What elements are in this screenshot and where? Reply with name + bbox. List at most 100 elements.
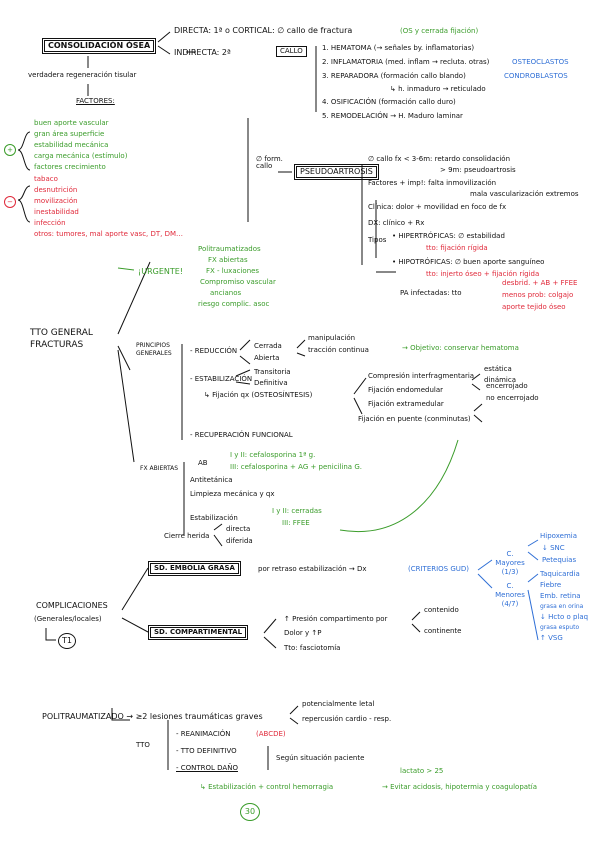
complicaciones-title: COMPLICACIONES — [36, 601, 108, 610]
infect-2: menos prob: colgajo — [502, 291, 574, 299]
consolidacion-title: CONSOLIDACIÓN ÓSEA — [41, 38, 157, 54]
poli-segun: Según situación paciente — [276, 754, 365, 762]
fase-4: 4. OSIFICACIÓN (formación callo duro) — [322, 98, 456, 106]
factor-neg-5: infección — [34, 219, 66, 227]
ab-2: III: cefalosporina + AG + penicilina G. — [230, 463, 362, 471]
factores-title: FACTORES: — [76, 97, 115, 105]
transitoria: Transitoria — [254, 368, 291, 376]
factor-neg-2: desnutrición — [34, 186, 78, 194]
menor-4: grasa en orina — [540, 603, 584, 610]
urgente-label: ¡URGENTE! — [138, 267, 184, 276]
directa-text: DIRECTA: 1ª o CORTICAL: ∅ callo de fract… — [174, 26, 353, 35]
fase-5: 5. REMODELACIÓN → H. Maduro laminar — [322, 112, 463, 120]
fase-1: 1. HEMATOMA (→ señales by. inflamatorias… — [322, 44, 475, 52]
compartimental-title: SD. COMPARTIMENTAL — [147, 625, 249, 640]
verdadera-text: verdadera regeneración tisular — [28, 71, 137, 79]
urg-4: Compromiso vascular — [200, 278, 276, 286]
no-encerrojado: no encerrojado — [486, 394, 539, 402]
menor-3: Emb. retina — [540, 592, 581, 600]
antitetanica: Antitetánica — [190, 476, 233, 484]
infect-3: aporte tejido óseo — [502, 303, 566, 311]
poli-potencial: potencialmente letal — [302, 700, 375, 708]
urg-3: FX - luxaciones — [206, 267, 260, 275]
poli-title: POLITRAUMATIZADO → ≥2 lesiones traumátic… — [42, 712, 263, 721]
urg-5: ancianos — [210, 289, 242, 297]
poli-definitivo: - TTO DEFINITIVO — [176, 747, 237, 755]
fase-cell-condroblastos: CONDROBLASTOS — [504, 72, 568, 80]
pseudo-row-5: Clínica: dolor + movilidad en foco de fx — [368, 203, 507, 211]
principios-label: PRINCIPIOS GENERALES — [136, 342, 172, 358]
factor-pos-4: carga mecánica (estímulo) — [34, 152, 128, 160]
criterios-mayores: C. Mayores (1/3) — [495, 550, 525, 577]
comp-contenido: contenido — [424, 606, 459, 614]
urg-1: Politraumatizados — [198, 245, 261, 253]
menor-6: grasa esputo — [540, 624, 580, 631]
complicaciones-sub: (Generales/locales) — [34, 615, 102, 623]
mayor-3: Petequias — [542, 556, 577, 564]
ab-1: I y II: cefalosporina 1ª g. — [230, 451, 316, 459]
fase-cell-osteoclastos: OSTEOCLASTOS — [512, 58, 569, 66]
estab-fx-2: III: FFEE — [282, 519, 310, 527]
menor-7: ↑ VSG — [540, 634, 563, 642]
mayor-1: Hipoxemia — [540, 532, 578, 540]
fij-4: Fijación en puente (conminutas) — [358, 415, 471, 423]
urg-6: riesgo complic. asoc — [198, 300, 270, 308]
cerrada: Cerrada — [254, 342, 282, 350]
poli-repercusion: repercusión cardio - resp. — [302, 715, 392, 723]
pseudo-title: PSEUDOARTROSIS — [294, 164, 379, 180]
infect-1: desbrid. + AB + FFEE — [502, 279, 578, 287]
tipos-label: Tipos — [368, 236, 387, 244]
criterios-gud: (CRITERIOS GUD) — [408, 565, 470, 573]
fij-2: Fijación endomedular — [368, 386, 444, 394]
factor-pos-2: gran área superficie — [34, 130, 105, 138]
factor-pos-3: estabilidad mecánica — [34, 141, 109, 149]
dinamica: dinámica — [484, 376, 517, 384]
comp-row-1: ↑ Presión compartimento por — [284, 615, 388, 623]
factor-neg-otros: otros: tumores, mal aporte vasc, DT, DM… — [34, 230, 184, 238]
definitiva: Definitiva — [254, 379, 288, 387]
indirecta-text: INDIRECTA: 2ª — [174, 48, 231, 57]
directa-note: (OS y cerrada fijación) — [400, 27, 479, 35]
cierre-herida: Cierre herida — [164, 532, 210, 540]
t1-badge: T1 — [58, 633, 76, 649]
fase-3-sub: ↳ h. inmaduro → reticulado — [390, 85, 486, 93]
pseudo-row-4: mala vascularización extremos — [470, 190, 579, 198]
menor-5: ↓ Hcto o plaq — [540, 613, 589, 621]
page-number: 30 — [240, 803, 260, 821]
poli-evitar: → Evitar acidosis, hipotermia y coagulop… — [382, 783, 538, 791]
objetivo: → Objetivo: conservar hematoma — [402, 344, 519, 352]
poli-tto: TTO — [136, 741, 150, 749]
fase-2: 2. INFLAMATORIA (med. inflam → recluta. … — [322, 58, 490, 66]
pseudo-row-2: > 9m: pseudoartrosis — [440, 166, 516, 174]
limpieza: Limpieza mecánica y qx — [190, 490, 275, 498]
fallo-callo-label: ∅ form. callo — [256, 155, 283, 170]
mayor-2: ↓ SNC — [542, 544, 565, 552]
cierre-diferida: diferida — [226, 537, 253, 545]
fij-3: Fijación extramedular — [368, 400, 444, 408]
cierre-directa: directa — [226, 525, 251, 533]
embolia-text: por retraso estabilización → Dx — [258, 565, 367, 573]
hipotroficas-tto: tto: injerto óseo + fijación rígida — [426, 270, 540, 278]
poli-control: - CONTROL DAÑO — [176, 764, 238, 772]
traccion: tracción continua — [308, 346, 369, 354]
callo-box: CALLO — [276, 46, 307, 57]
comp-row-2: Dolor y ↑P — [284, 629, 322, 637]
poli-lactato: lactato > 25 — [400, 767, 444, 775]
criterios-menores: C. Menores (4/7) — [495, 582, 525, 609]
hipertroficas-tto: tto: fijación rígida — [426, 244, 488, 252]
embolia-title: SD. EMBOLIA GRASA — [148, 561, 241, 576]
menor-1: Taquicardia — [540, 570, 580, 578]
ab-label: AB — [198, 459, 208, 467]
factor-pos-5: factores crecimiento — [34, 163, 106, 171]
pseudo-row-1: ∅ callo fx < 3-6m: retardo consolidación — [368, 155, 511, 163]
comp-continente: continente — [424, 627, 462, 635]
fx-abiertas: FX ABIERTAS — [140, 465, 179, 472]
pseudo-row-6: DX: clínico + Rx — [368, 219, 425, 227]
hipotroficas: • HIPOTRÓFICAS: ∅ buen aporte sanguíneo — [392, 258, 545, 266]
encerrojado: encerrojado — [486, 382, 528, 390]
comp-row-3: Tto: fasciotomía — [284, 644, 341, 652]
pseudo-row-3: Factores + imp!: falta inmovilización — [368, 179, 497, 187]
factor-neg-4: inestabilidad — [34, 208, 79, 216]
fase-3: 3. REPARADORA (formación callo blando) — [322, 72, 466, 80]
